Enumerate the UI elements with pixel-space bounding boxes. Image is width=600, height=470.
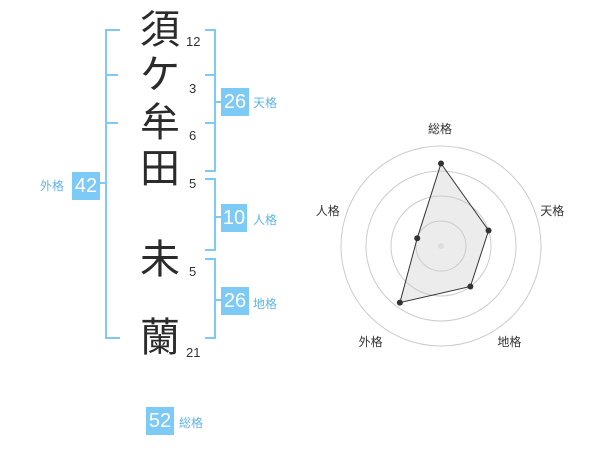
name-char-5: 未 — [140, 237, 180, 283]
tenkaku-label: 天格 — [253, 96, 278, 110]
stroke-count-1: 12 — [186, 34, 201, 49]
gaikaku-label: 外格 — [40, 179, 65, 193]
radar-center — [438, 243, 444, 249]
radar-ring — [390, 195, 492, 297]
radar-ring — [415, 220, 467, 272]
radar-axis-label-4: 外格 — [358, 335, 383, 350]
radar-ring — [365, 170, 517, 322]
name-char-1: 須 — [140, 7, 180, 53]
radar-axis-label-2: 天格 — [540, 203, 565, 218]
stroke-count-4: 5 — [189, 176, 197, 191]
tenkaku-value: 26 — [221, 88, 249, 116]
stroke-count-6: 21 — [186, 345, 201, 360]
soukaku-label: 総格 — [179, 416, 204, 430]
radar-point-1 — [438, 160, 444, 167]
chikaku-label: 地格 — [253, 297, 278, 311]
radar-axis-label-3: 地格 — [497, 335, 522, 350]
tenkaku-bracket — [205, 29, 216, 172]
radar-axis-label-1: 総格 — [428, 122, 453, 136]
name-char-3: 牟 — [140, 100, 180, 146]
stroke-count-2: 3 — [189, 81, 197, 96]
radar-area — [399, 162, 490, 304]
name-char-2: ケ — [140, 52, 180, 98]
stroke-count-5: 5 — [189, 264, 197, 279]
radar-ring — [340, 145, 542, 347]
name-char-4: 田 — [140, 146, 180, 192]
radar-point-2 — [485, 227, 492, 234]
jinkaku-bracket — [205, 178, 216, 251]
jinkaku-value: 10 — [221, 204, 247, 232]
chikaku-bracket — [205, 258, 216, 339]
radar-point-5 — [414, 235, 421, 242]
radar-axis-label-5: 人格 — [315, 203, 340, 218]
gaikaku-value: 42 — [72, 172, 100, 200]
radar-point-3 — [467, 283, 474, 290]
name-char-6: 蘭 — [140, 315, 180, 361]
stroke-count-3: 6 — [189, 128, 197, 143]
radar-point-4 — [396, 299, 403, 306]
soukaku-value: 52 — [146, 407, 174, 435]
jinkaku-label: 人格 — [253, 213, 278, 227]
chikaku-value: 26 — [221, 287, 249, 315]
